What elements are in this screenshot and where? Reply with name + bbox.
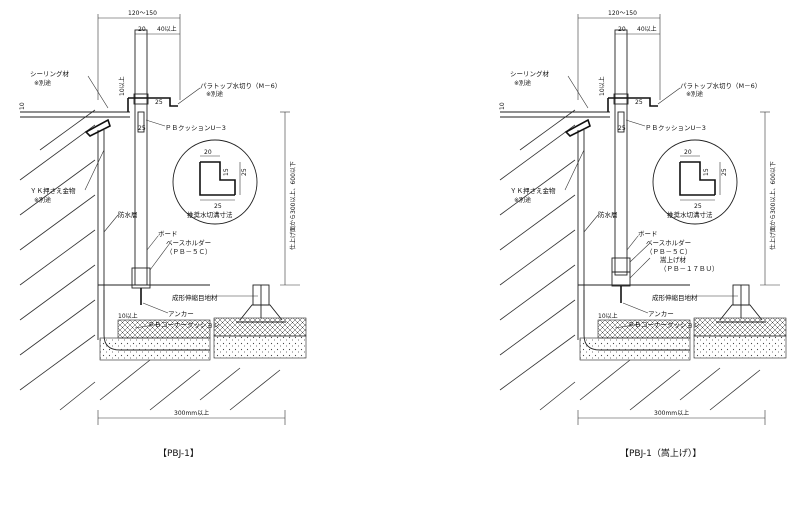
dim-bottom10: 10以上 (118, 312, 138, 320)
label-corner: ＰＢコーナークッション (148, 321, 220, 329)
board (614, 29, 628, 276)
detail-w20: 20 (684, 149, 692, 156)
groove-profile (199, 161, 236, 196)
label-baseholder-model: （ＰＢ－５Ｃ） (646, 248, 692, 256)
label-paratop-note: ※別途 (686, 90, 703, 98)
paratop (607, 97, 658, 112)
label-yk-note: ※別途 (34, 196, 51, 204)
dim-h10: 10以上 (118, 76, 126, 96)
detail-w25: 25 (214, 203, 222, 210)
label-paratop-note: ※別途 (206, 90, 223, 98)
label-raise: 嵩上げ材 (660, 255, 687, 264)
label-waterproof: 防水層 (118, 210, 138, 219)
dim-h10: 10以上 (598, 76, 606, 96)
dim-w20: 20 (618, 26, 626, 33)
dim-right-vertical: 仕上げ面から300以上、600以下 (289, 161, 297, 250)
expansion-joint (716, 284, 766, 323)
label-board: ボード (638, 230, 658, 238)
paratop (127, 97, 178, 112)
dim-top-total: 120～150 (608, 10, 637, 17)
detail-w25: 25 (694, 203, 702, 210)
dim-v25b: 25 (138, 125, 146, 132)
label-baseholder: ベースホルダー (166, 238, 211, 247)
detail-title: 推奨水切溝寸法 (187, 210, 233, 219)
label-paratop: パラトップ水切り（M－6） (200, 81, 281, 90)
label-waterproof: 防水層 (598, 210, 618, 219)
dim-side10: 10 (19, 102, 26, 110)
label-anchor: アンカー (168, 310, 194, 318)
yk-bracket (564, 118, 591, 137)
label-joint: 成形伸縮目地材 (172, 293, 218, 302)
label-paratop: パラトップ水切り（M－6） (680, 81, 761, 90)
pb-cushion (137, 111, 145, 133)
caption: 【PBJ-1】 (158, 448, 199, 459)
dim-w40: 40以上 (637, 25, 657, 33)
dim-v25a: 25 (155, 99, 163, 106)
detail-h15: 15 (703, 168, 710, 176)
label-anchor: アンカー (648, 310, 674, 318)
label-cushion: ＰＢクッションU－3 (645, 124, 706, 132)
label-corner: ＰＢコーナークッション (628, 321, 700, 329)
label-yk: ＹＫ押さえ金物 (30, 186, 76, 195)
dim-v25b: 25 (618, 125, 626, 132)
dim-right-vertical: 仕上げ面から300以上、600以下 (769, 161, 777, 250)
dim-bottom-width: 300mm以上 (174, 409, 209, 417)
detail-h25: 25 (241, 168, 248, 176)
label-sealing-note: ※別途 (514, 79, 531, 87)
label-yk: ＹＫ押さえ金物 (510, 186, 556, 195)
labels-right: 120～150 20 40以上 10以上 25 25 10 仕上げ面から300以… (499, 10, 777, 459)
label-baseholder: ベースホルダー (646, 238, 691, 247)
detail-title: 推奨水切溝寸法 (667, 210, 713, 219)
label-baseholder-model: （ＰＢ－５Ｃ） (166, 248, 212, 256)
caption: 【PBJ-1（嵩上げ）】 (620, 448, 701, 459)
label-yk-note: ※別途 (514, 196, 531, 204)
label-cushion: ＰＢクッションU－3 (165, 124, 226, 132)
yk-bracket (84, 118, 111, 137)
label-sealing: シーリング材 (30, 69, 70, 78)
drawing-pbj1-raised (499, 14, 787, 425)
dim-w20: 20 (138, 26, 146, 33)
detail-circle (652, 139, 738, 225)
board (134, 29, 148, 286)
wall-hatch (19, 109, 96, 391)
drawing-pbj1 (19, 14, 307, 425)
detail-h25: 25 (721, 168, 728, 176)
label-board: ボード (158, 230, 178, 238)
wall-hatch (499, 109, 576, 391)
dim-side10: 10 (499, 102, 506, 110)
detail-w20: 20 (204, 149, 212, 156)
dim-w40: 40以上 (157, 25, 177, 33)
label-joint: 成形伸縮目地材 (652, 293, 698, 302)
dim-bottom10: 10以上 (598, 312, 618, 320)
expansion-joint (236, 284, 286, 323)
detail-circle (172, 139, 258, 225)
groove-profile (679, 161, 716, 196)
dim-bottom-width: 300mm以上 (654, 409, 689, 417)
label-sealing-note: ※別途 (34, 79, 51, 87)
detail-h15: 15 (223, 168, 230, 176)
pb-cushion (617, 111, 625, 133)
label-raise-model: （ＰＢ－１７ＢＵ） (660, 265, 719, 273)
dim-top-total: 120～150 (128, 10, 157, 17)
label-sealing: シーリング材 (510, 69, 550, 78)
labels-left: 120～150 20 40以上 10以上 25 25 10 仕上げ面から300以… (19, 10, 297, 459)
dim-v25a: 25 (635, 99, 643, 106)
